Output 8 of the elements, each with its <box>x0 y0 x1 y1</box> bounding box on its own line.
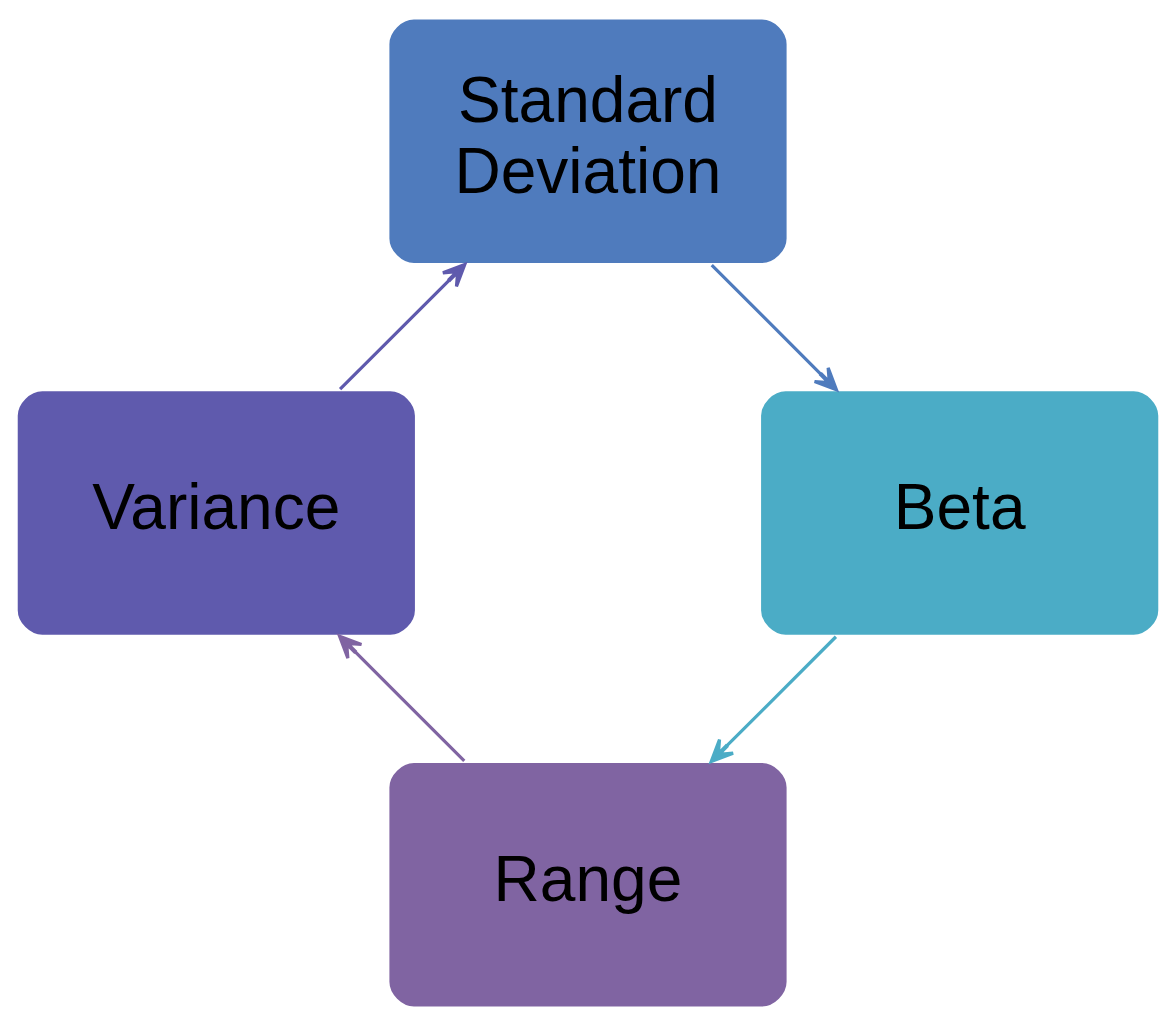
node-box: Range <box>387 760 789 1009</box>
arrow <box>337 634 466 763</box>
arrow <box>710 263 839 392</box>
node-box: Beta <box>758 389 1161 637</box>
arrow <box>338 262 467 391</box>
node-box: Standard Deviation <box>387 17 789 266</box>
arrow <box>709 635 838 764</box>
node-box: Variance <box>15 389 418 637</box>
